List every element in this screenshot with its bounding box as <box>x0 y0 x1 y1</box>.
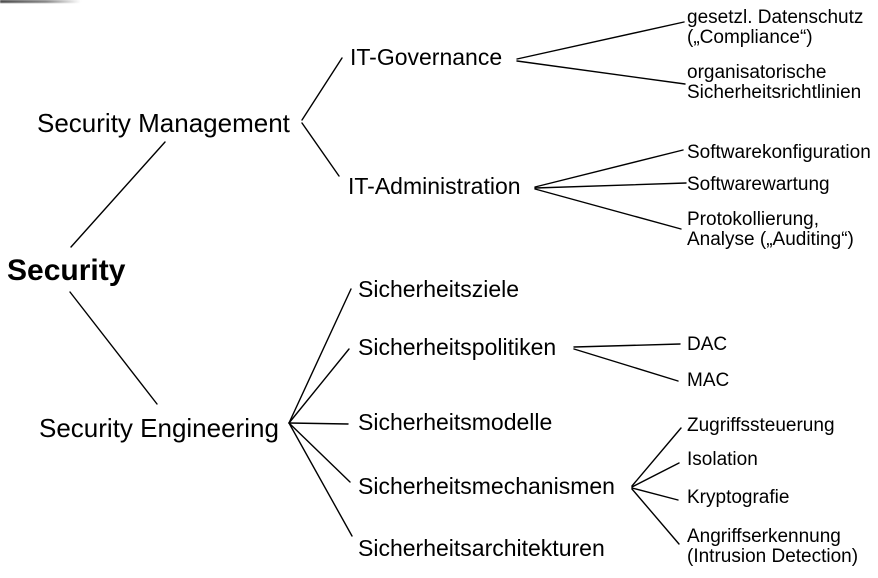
node-angriffserkennung: Angriffserkennung (Intrusion Detection) <box>687 526 859 567</box>
connector-engineering-to-sicherheitsmodelle <box>288 422 349 425</box>
connector-management-to-it-administration <box>301 122 340 177</box>
connector-engineering-to-sicherheitsarchitekturen <box>288 422 353 537</box>
node-sicherheitsmechanismen: Sicherheitsmechanismen <box>358 473 615 499</box>
node-softwarekonfiguration: Softwarekonfiguration <box>687 142 871 163</box>
connector-mechanismen-to-kryptografie <box>631 487 679 501</box>
node-organisatorische-sicherheitsrichtlinien: organisatorische Sicherheitsrichtlinien <box>687 62 862 103</box>
node-isolation: Isolation <box>687 449 758 470</box>
connector-mechanismen-to-zugriffssteuerung <box>631 427 682 487</box>
connector-politiken-to-dac <box>573 343 681 348</box>
connector-administration-to-protokollierung <box>534 188 682 230</box>
connector-engineering-to-sicherheitsmechanismen <box>288 422 351 483</box>
node-security: Security <box>7 254 126 287</box>
node-gesetzl-datenschutz: gesetzl. Datenschutz („Compliance“) <box>687 7 864 48</box>
node-sicherheitsziele: Sicherheitsziele <box>358 276 520 302</box>
connector-administration-to-softwarekonfiguration <box>534 149 684 188</box>
connector-mechanismen-to-isolation <box>631 462 680 488</box>
node-security-engineering: Security Engineering <box>39 413 279 443</box>
node-sicherheitsmodelle: Sicherheitsmodelle <box>358 409 553 435</box>
node-it-governance: IT-Governance <box>350 44 503 70</box>
node-softwarewartung: Softwarewartung <box>687 174 830 195</box>
connector-management-to-it-governance <box>301 57 343 121</box>
connector-governance-to-datenschutz <box>516 21 685 60</box>
connector-engineering-to-sicherheitsziele <box>288 288 352 424</box>
node-mac: MAC <box>687 370 730 391</box>
node-protokollierung-auditing: Protokollierung, Analyse („Auditing“) <box>687 209 854 250</box>
connector-governance-to-richtlinien <box>516 60 686 85</box>
node-it-administration: IT-Administration <box>348 173 521 199</box>
node-kryptografie: Kryptografie <box>687 487 790 508</box>
connector-administration-to-softwarewartung <box>534 182 687 189</box>
node-zugriffssteuerung: Zugriffssteuerung <box>687 415 835 436</box>
node-sicherheitspolitiken: Sicherheitspolitiken <box>358 334 557 360</box>
connector-politiken-to-mac <box>573 348 679 382</box>
node-sicherheitsarchitekturen: Sicherheitsarchitekturen <box>358 535 605 561</box>
node-dac: DAC <box>687 334 728 355</box>
connector-root-to-security-engineering <box>69 291 158 405</box>
top-left-screenshot-artifact <box>0 0 84 3</box>
connector-mechanismen-to-angriffserkennung <box>631 488 680 545</box>
connector-engineering-to-sicherheitspolitiken <box>288 348 350 424</box>
node-security-management: Security Management <box>37 108 290 138</box>
connector-root-to-security-management <box>70 141 166 248</box>
